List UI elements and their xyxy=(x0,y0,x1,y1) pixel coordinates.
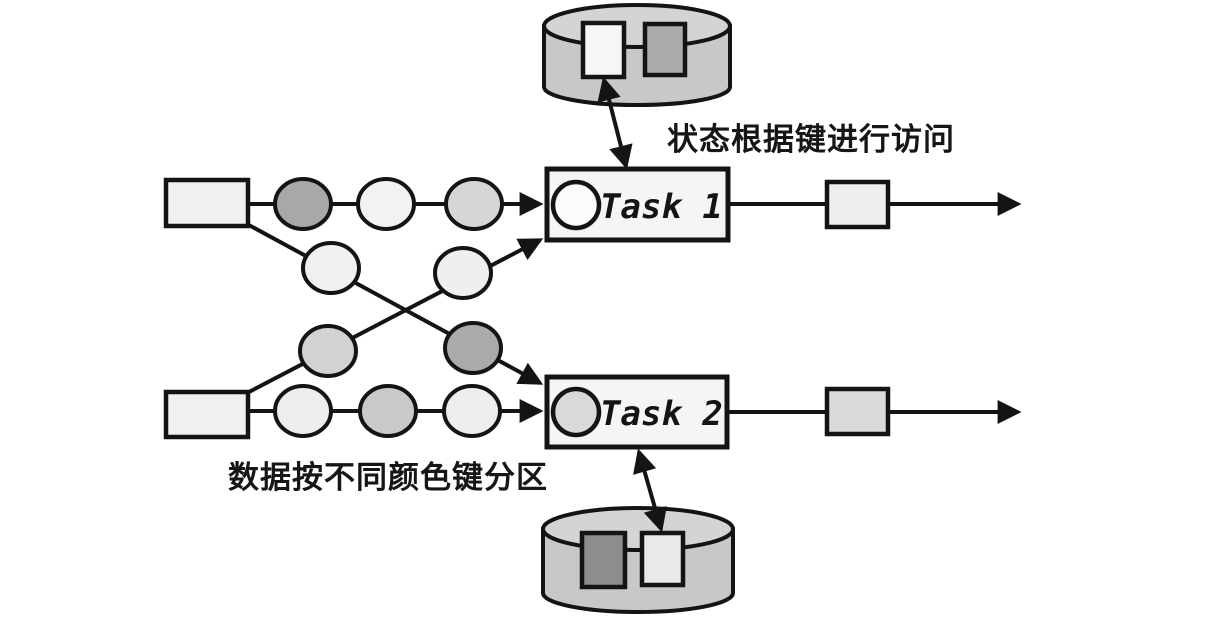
state-store-bottom-lid xyxy=(541,506,735,552)
task-1-key-circle xyxy=(550,179,602,231)
state-store-top-lid xyxy=(542,3,732,49)
data-record-light xyxy=(356,177,416,231)
state-store-bottom xyxy=(541,506,735,614)
task-1-node: Task 1 xyxy=(544,166,731,243)
task-1-label: Task 1 xyxy=(600,187,723,227)
data-record-light xyxy=(301,241,361,295)
data-record-light xyxy=(273,384,333,438)
source-rect-bottom xyxy=(163,389,251,440)
annotation-partition: 数据按不同颜色键分区 xyxy=(228,460,548,495)
data-record-dark xyxy=(273,177,333,231)
data-record-mid xyxy=(444,177,504,231)
output-rect-task1 xyxy=(824,179,891,230)
state-access-arrow-task2 xyxy=(633,448,667,533)
data-record-light xyxy=(433,246,493,300)
source-rect-top xyxy=(163,177,251,229)
data-record-mid xyxy=(358,384,418,438)
task-2-label: Task 2 xyxy=(600,394,723,434)
output-rect-task2 xyxy=(824,386,891,437)
state-store-top xyxy=(542,3,732,107)
task-2-key-circle xyxy=(550,386,602,438)
annotation-state-access: 状态根据键进行访问 xyxy=(667,122,955,157)
data-record-light xyxy=(442,384,502,438)
state-slot-light xyxy=(580,20,627,80)
data-record-dark xyxy=(443,321,503,375)
state-slot-dark xyxy=(642,21,688,78)
state-access-arrow-task1 xyxy=(597,76,633,170)
state-slot-light xyxy=(639,530,686,588)
data-record-mid xyxy=(298,324,358,378)
state-slot-dark xyxy=(579,530,628,590)
task-2-node: Task 2 xyxy=(544,374,730,450)
repartition-line-source2-to-task1 xyxy=(246,238,544,395)
